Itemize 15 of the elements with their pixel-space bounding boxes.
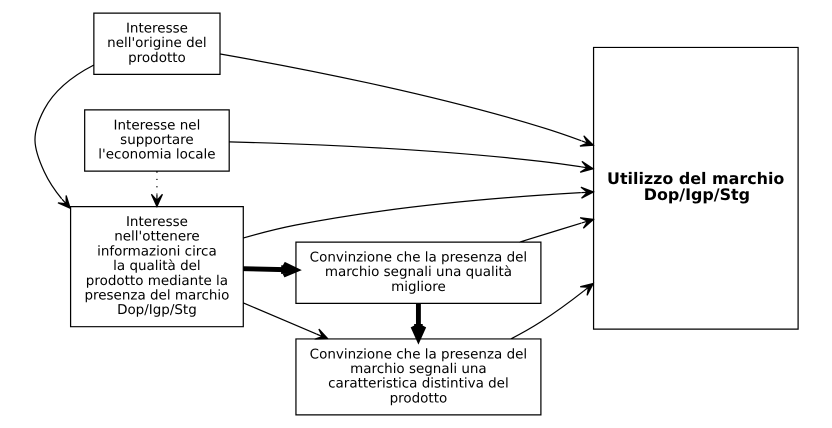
arrow — [242, 302, 328, 340]
arrow — [518, 217, 594, 243]
node-box: Interesse nell'origine del prodotto — [92, 12, 220, 75]
node-box: Interesse nel supportare l'economia locale — [84, 109, 230, 172]
arrow — [228, 141, 594, 173]
node-box: Convinzione che la presenza del marchio segnali una qualità migliore — [294, 242, 542, 304]
arrow — [220, 53, 594, 147]
arrow — [242, 186, 594, 239]
node-box: Convinzione che la presenza del marchio segnali una caratteristica distintiva del prodotto — [294, 338, 542, 416]
arrow — [34, 64, 94, 209]
arrow — [150, 171, 163, 208]
node-box: Utilizzo del marchio Dop/Igp/Stg — [592, 46, 798, 330]
node-box: Interesse nell'ottenere informazioni circa la qualità del prodotto mediante la presenza del marchio Dop/Igp/Stg — [69, 206, 244, 328]
arrow — [510, 282, 594, 340]
arrow — [410, 304, 426, 342]
